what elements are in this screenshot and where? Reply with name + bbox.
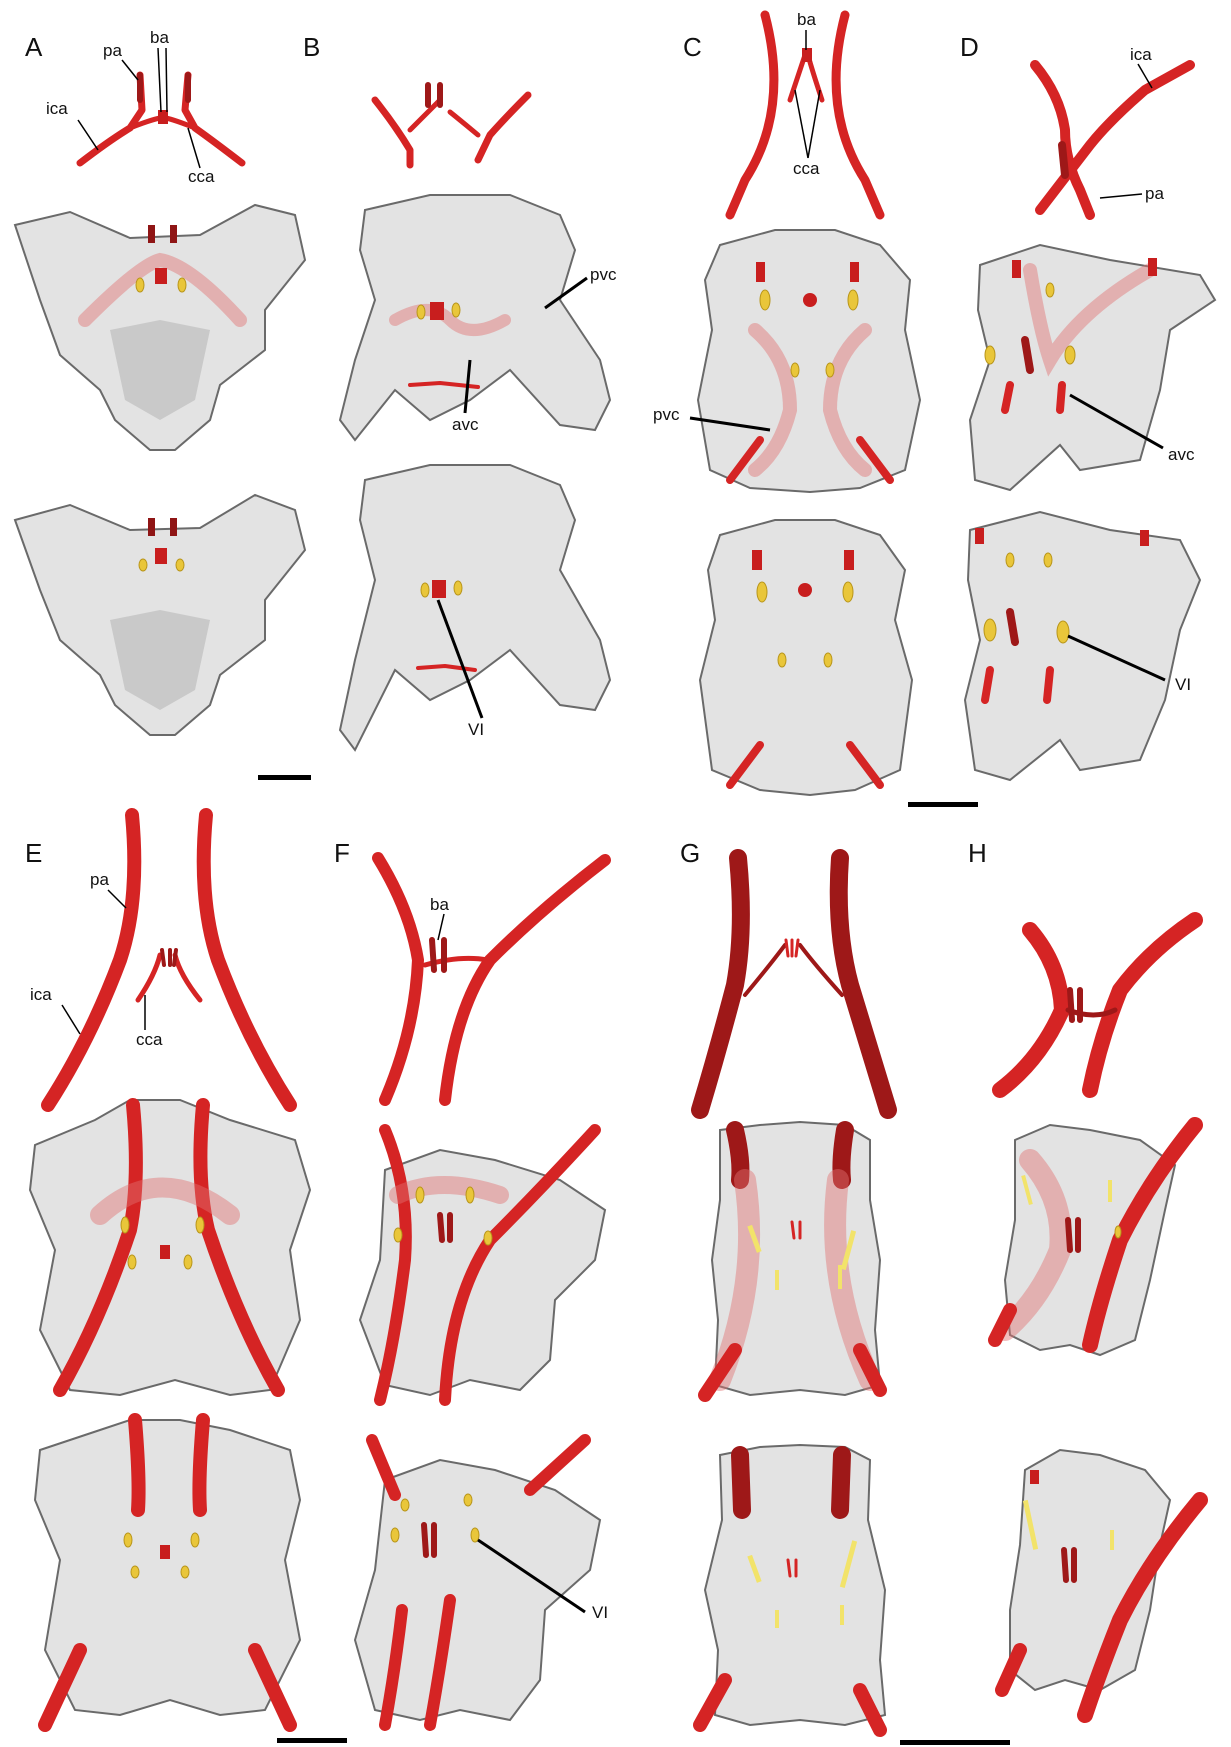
label-a-ica: ica — [46, 99, 68, 118]
panel-letter-a: A — [25, 32, 43, 62]
panel-f-artery-diagram — [378, 858, 605, 1100]
label-d-ica: ica — [1130, 45, 1152, 64]
panel-c-artery-diagram — [730, 15, 880, 215]
label-c-cca: cca — [793, 159, 820, 178]
scale-bar-e — [277, 1738, 347, 1743]
panel-b-skull-view-2 — [340, 465, 610, 750]
label-d-vi: VI — [1175, 675, 1191, 694]
panel-g-skull-view-1 — [705, 1122, 880, 1395]
panel-h-skull-view-2 — [1002, 1450, 1200, 1715]
label-b-pvc: pvc — [590, 265, 617, 284]
label-d-avc: avc — [1168, 445, 1195, 464]
panel-f-skull-view-1 — [360, 1130, 605, 1400]
panel-a-skull-view-2 — [15, 495, 305, 735]
label-e-pa: pa — [90, 870, 109, 889]
label-f-ba: ba — [430, 895, 449, 914]
panel-c-skull-view-1 — [698, 230, 920, 492]
panel-f-skull-view-2 — [355, 1440, 600, 1725]
label-b-avc: avc — [452, 415, 479, 434]
panel-a-skull-view-1 — [15, 205, 305, 450]
panel-e-skull-view-2 — [35, 1420, 300, 1725]
panel-letter-d: D — [960, 32, 979, 62]
panel-e-skull-view-1 — [30, 1100, 310, 1395]
label-d-pa: pa — [1145, 184, 1164, 203]
panel-letter-g: G — [680, 838, 700, 868]
label-c-pvc: pvc — [653, 405, 680, 424]
panel-d-artery-diagram — [1035, 65, 1190, 215]
panel-letter-h: H — [968, 838, 987, 868]
panel-letter-f: F — [334, 838, 350, 868]
label-a-cca: cca — [188, 167, 215, 186]
label-e-ica: ica — [30, 985, 52, 1004]
panel-g-artery-diagram — [700, 858, 888, 1110]
panel-letter-b: B — [303, 32, 320, 62]
scale-bar-g — [900, 1740, 1010, 1745]
label-a-pa: pa — [103, 41, 122, 60]
panel-letter-c: C — [683, 32, 702, 62]
panel-h-skull-view-1 — [995, 1125, 1195, 1355]
panel-h-artery-diagram — [1000, 920, 1195, 1090]
panel-a-artery-diagram — [80, 75, 242, 163]
panel-c-skull-view-2 — [700, 520, 912, 795]
label-f-vi: VI — [592, 1603, 608, 1622]
label-e-cca: cca — [136, 1030, 163, 1049]
panel-letter-e: E — [25, 838, 42, 868]
label-a-ba: ba — [150, 28, 169, 47]
scale-bar-a — [258, 775, 311, 780]
panel-d-skull-view-2 — [965, 512, 1200, 780]
panel-b-artery-diagram — [375, 85, 528, 165]
panel-e-artery-diagram — [48, 815, 290, 1105]
label-b-vi: VI — [468, 720, 484, 739]
panel-b-skull-view-1 — [340, 195, 610, 440]
panel-g-skull-view-2 — [700, 1445, 885, 1730]
scale-bar-c — [908, 802, 978, 807]
label-c-ba: ba — [797, 10, 816, 29]
